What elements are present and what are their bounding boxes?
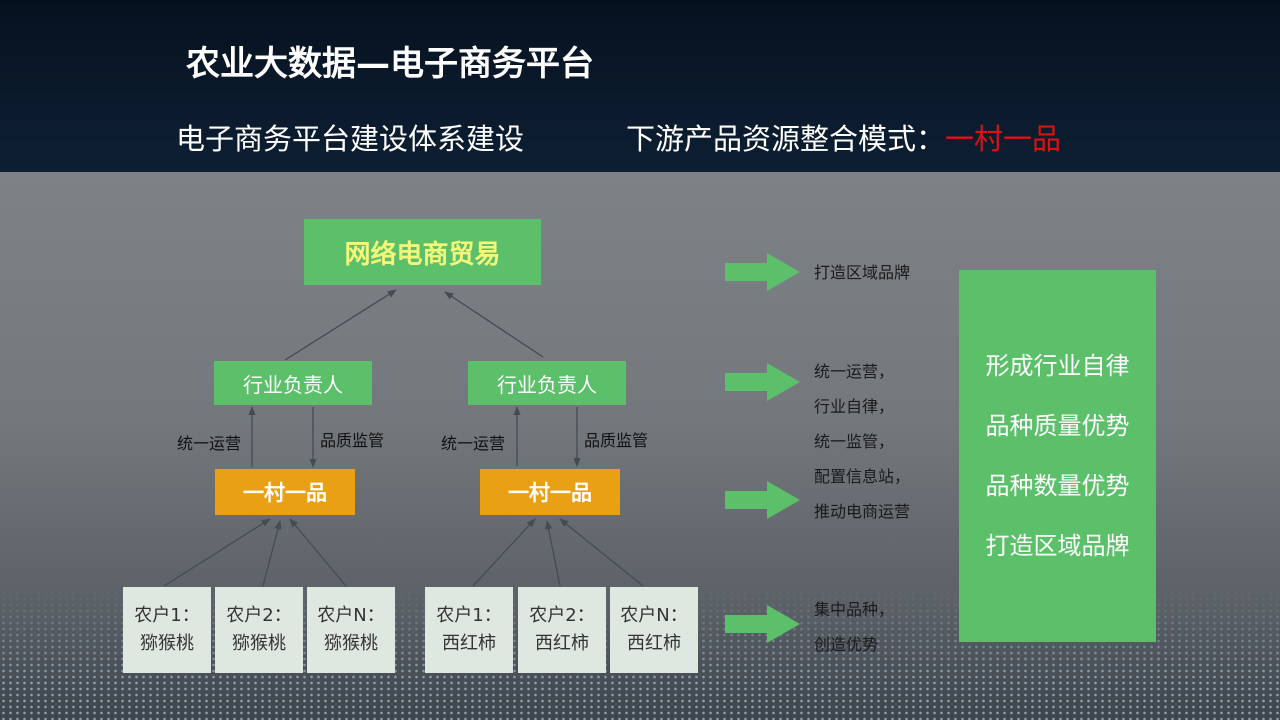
- label-quality-supervision-2: 品质监管: [584, 431, 649, 450]
- node-manager-1: 行业负责人: [214, 361, 372, 405]
- header-banner: 农业大数据—电子商务平台 电子商务平台建设体系建设 下游产品资源整合模式：一村一…: [0, 0, 1280, 172]
- subtitle-right-highlight: 一村一品: [945, 122, 1062, 156]
- farmer-id: 农户2：: [529, 605, 595, 626]
- note-operations: 统一运营， 行业自律， 统一监管， 配置信息站， 推动电商运营: [814, 354, 910, 529]
- farmer-id: 农户1：: [436, 605, 502, 626]
- farmer-crop: 猕猴桃: [232, 633, 286, 654]
- farmer-crop: 猕猴桃: [324, 633, 378, 654]
- node-village-product-1: 一村一品: [215, 469, 355, 515]
- note-regional-brand: 打造区域品牌: [814, 255, 910, 290]
- summary-line: 品种质量优势: [985, 412, 1130, 440]
- page-title: 农业大数据—电子商务平台: [186, 44, 594, 84]
- label-quality-supervision-1: 品质监管: [320, 431, 385, 450]
- label-unified-operation-1: 统一运营: [177, 434, 242, 453]
- farmer-crop: 西红柿: [627, 633, 681, 654]
- farmer-crop: 猕猴桃: [140, 633, 194, 654]
- node-farmer: 农户2： 猕猴桃: [215, 587, 303, 673]
- farmer-crop: 西红柿: [442, 633, 496, 654]
- node-online-trade: 网络电商贸易: [304, 219, 541, 285]
- summary-line: 形成行业自律: [985, 352, 1130, 380]
- node-manager-2: 行业负责人: [468, 361, 626, 405]
- note-line: 创造优势: [814, 635, 879, 654]
- node-farmer: 农户1： 西红柿: [425, 587, 513, 673]
- note-line: 统一运营，: [814, 362, 895, 381]
- subtitle-right-prefix: 下游产品资源整合模式：: [626, 122, 946, 156]
- note-line: 打造区域品牌: [814, 263, 911, 282]
- note-line: 配置信息站，: [814, 467, 911, 486]
- farmer-id: 农户1：: [134, 605, 200, 626]
- node-farmer: 农户N： 猕猴桃: [307, 587, 395, 673]
- subtitle-right: 下游产品资源整合模式：一村一品: [626, 116, 1061, 158]
- farmer-id: 农户N：: [620, 605, 688, 626]
- node-farmer: 农户1： 猕猴桃: [123, 587, 211, 673]
- summary-line: 打造区域品牌: [985, 532, 1130, 560]
- summary-line: 品种数量优势: [985, 472, 1130, 500]
- farmer-crop: 西红柿: [535, 633, 589, 654]
- subtitle-left: 电子商务平台建设体系建设: [176, 122, 525, 156]
- summary-panel: 形成行业自律 品种质量优势 品种数量优势 打造区域品牌: [959, 270, 1156, 642]
- note-line: 推动电商运营: [814, 502, 911, 521]
- note-line: 统一监管，: [814, 432, 895, 451]
- node-village-product-2: 一村一品: [480, 469, 620, 515]
- note-line: 行业自律，: [814, 397, 895, 416]
- label-unified-operation-2: 统一运营: [441, 434, 506, 453]
- note-line: 集中品种，: [814, 600, 895, 619]
- note-variety: 集中品种， 创造优势: [814, 592, 894, 662]
- farmer-id: 农户2：: [226, 605, 292, 626]
- farmer-id: 农户N：: [317, 605, 385, 626]
- node-farmer: 农户N： 西红柿: [610, 587, 698, 673]
- node-farmer: 农户2： 西红柿: [518, 587, 606, 673]
